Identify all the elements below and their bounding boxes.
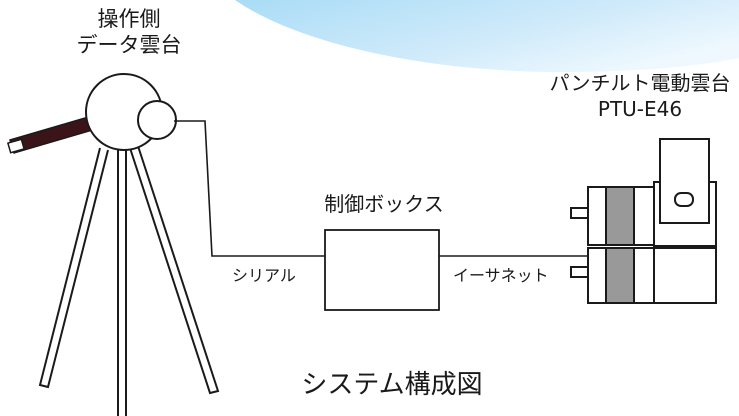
serial-label: シリアル	[232, 266, 296, 285]
pan-tilt-line1: パンチルト電動雲台	[549, 71, 731, 95]
pan-tilt-line2: PTU-E46	[597, 97, 683, 121]
sky-arc-decoration	[235, 0, 739, 72]
serial-cable	[174, 120, 325, 257]
pan-tilt-unit-icon	[570, 138, 717, 304]
operator-head-title: 操作側 データ雲台	[77, 6, 182, 58]
control-box-label: 制御ボックス	[324, 192, 444, 216]
control-box-icon	[324, 229, 440, 311]
pan-tilt-title: パンチルト電動雲台 PTU-E46	[550, 70, 731, 122]
operator-encoder	[137, 100, 177, 140]
tripod-icon	[38, 145, 220, 416]
operator-head-line1: 操作側	[97, 7, 161, 31]
ethernet-label: イーサネット	[453, 266, 549, 285]
operator-head-line2: データ雲台	[76, 33, 182, 57]
diagram-caption: システム構成図	[301, 370, 483, 400]
